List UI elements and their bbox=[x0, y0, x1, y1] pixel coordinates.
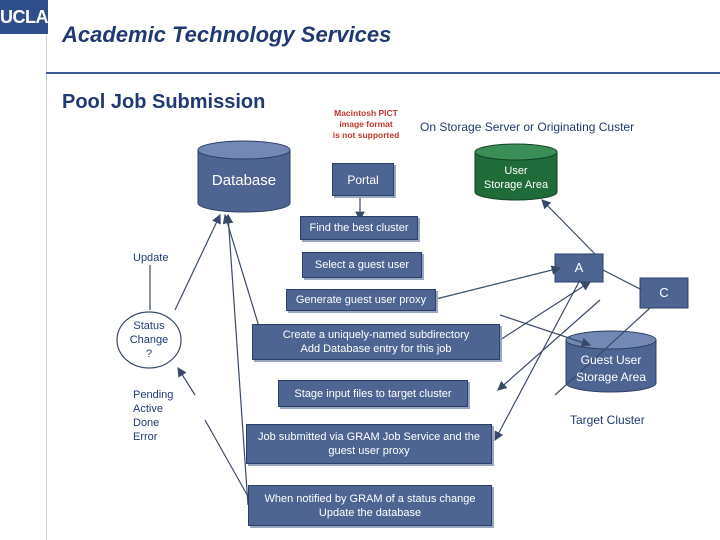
user-storage-line: Storage Area bbox=[483, 179, 549, 191]
update-label: Update bbox=[133, 252, 169, 264]
a-label: A bbox=[574, 260, 584, 275]
find-cluster-box: Find the best cluster bbox=[300, 216, 418, 240]
header-divider bbox=[46, 72, 720, 74]
job-state-item: Error bbox=[133, 431, 158, 443]
storage-server-caption: On Storage Server or Originating Custer bbox=[420, 120, 635, 134]
user-storage-cylinder bbox=[474, 143, 558, 201]
job-submitted-box: Job submitted via GRAM Job Service and t… bbox=[246, 424, 492, 464]
status-change-line: Status bbox=[133, 320, 165, 332]
job-submitted-line: Job submitted via GRAM Job Service and t… bbox=[258, 431, 480, 443]
user-storage-label: User Storage Area bbox=[475, 164, 557, 192]
portal-box: Portal bbox=[332, 163, 394, 196]
header-title: Academic Technology Services bbox=[62, 22, 392, 47]
c-to-stage-line bbox=[554, 307, 651, 396]
pict-note-line: is not supported bbox=[332, 130, 400, 140]
pending-to-status-arrow bbox=[177, 366, 196, 396]
job-submitted-line: guest user proxy bbox=[328, 445, 410, 457]
job-state-item: Active bbox=[133, 403, 163, 415]
status-change-label: Status Change ? bbox=[119, 319, 179, 361]
create-subdir-line: Create a uniquely-named subdirectory bbox=[282, 329, 470, 341]
notified-line: Update the database bbox=[318, 506, 422, 519]
user-storage-line: User bbox=[504, 165, 528, 177]
subdir-to-a-arrow bbox=[499, 281, 592, 341]
database-cylinder bbox=[197, 140, 291, 213]
c-to-stage-arrow bbox=[497, 299, 601, 391]
notify-to-database-arrow bbox=[223, 213, 249, 506]
guest-storage-line: Storage Area bbox=[575, 370, 647, 384]
status-to-database-arrow bbox=[174, 213, 221, 311]
pict-unsupported-note: Macintosh PICT image format is not suppo… bbox=[326, 108, 406, 141]
guest-storage-line: Guest User bbox=[580, 353, 642, 367]
stage-input-box: Stage input files to target cluster bbox=[278, 380, 468, 407]
c-box bbox=[639, 277, 689, 309]
proxy-to-a-arrow bbox=[431, 265, 562, 301]
notified-line: When notified by GRAM of a status change bbox=[264, 492, 476, 505]
job-state-item: Done bbox=[133, 417, 160, 429]
job-states-list: Pending Active Done Error bbox=[133, 388, 173, 444]
guest-storage-label: Guest User Storage Area bbox=[566, 352, 656, 386]
notify-to-status-line bbox=[204, 419, 251, 501]
left-margin-stripe bbox=[0, 34, 47, 540]
notified-box: When notified by GRAM of a status change… bbox=[248, 485, 492, 526]
database-label: Database bbox=[211, 172, 277, 189]
page-title: Pool Job Submission bbox=[62, 91, 266, 113]
generate-proxy-box: Generate guest user proxy bbox=[286, 289, 436, 311]
a-box bbox=[554, 253, 604, 283]
create-subdir-line: Add Database entry for this job bbox=[300, 343, 452, 355]
target-cluster-label: Target Cluster bbox=[570, 413, 645, 427]
subdir-to-database-arrow bbox=[222, 213, 261, 331]
pict-note-line: Macintosh PICT bbox=[334, 108, 398, 118]
pict-note-line: image format bbox=[339, 119, 393, 129]
status-change-line: Change bbox=[129, 334, 169, 346]
ucla-logo: UCLA bbox=[0, 0, 49, 34]
a-to-c-line bbox=[602, 269, 643, 291]
a-to-user-storage-arrow bbox=[541, 199, 596, 255]
select-guest-box: Select a guest user bbox=[302, 252, 422, 278]
subdir-to-guest-arrow bbox=[499, 314, 592, 347]
status-change-oval bbox=[116, 311, 182, 369]
create-subdir-box: Create a uniquely-named subdirectory Add… bbox=[252, 324, 500, 360]
c-label: C bbox=[659, 285, 669, 300]
cluster-to-job-arrow bbox=[494, 279, 581, 442]
status-change-line: ? bbox=[145, 348, 153, 360]
job-state-item: Pending bbox=[133, 389, 174, 401]
